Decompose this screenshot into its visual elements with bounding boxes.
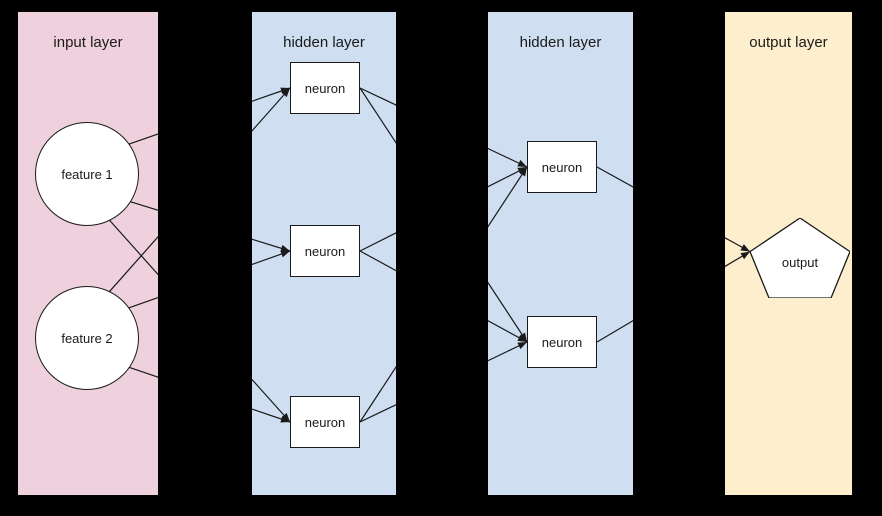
node-label-output-node: output [781,254,819,270]
layer-panel-input: input layer [18,12,158,495]
layer-title-output: output layer [749,34,828,51]
node-hidden2-neuron-1[interactable]: neuron [527,141,597,193]
node-output-node[interactable]: output [750,218,850,298]
node-hidden1-neuron-1[interactable]: neuron [290,62,360,114]
layer-title-hidden-1: hidden layer [283,34,365,51]
node-label-hidden1-neuron-3: neuron [304,414,346,430]
node-label-hidden2-neuron-2: neuron [541,334,583,350]
layer-panel-hidden-2: hidden layer [488,12,633,495]
node-label-hidden1-neuron-1: neuron [304,80,346,96]
node-label-feature-2: feature 2 [61,330,113,346]
node-label-hidden2-neuron-1: neuron [541,159,583,175]
node-feature-1[interactable]: feature 1 [35,122,139,226]
layer-title-input: input layer [53,34,123,51]
node-hidden1-neuron-2[interactable]: neuron [290,225,360,277]
node-feature-2[interactable]: feature 2 [35,286,139,390]
layer-title-hidden-2: hidden layer [519,34,602,51]
pentagon-shape [750,218,850,298]
node-hidden2-neuron-2[interactable]: neuron [527,316,597,368]
node-label-hidden1-neuron-2: neuron [304,243,346,259]
node-hidden1-neuron-3[interactable]: neuron [290,396,360,448]
node-label-feature-1: feature 1 [61,166,113,182]
